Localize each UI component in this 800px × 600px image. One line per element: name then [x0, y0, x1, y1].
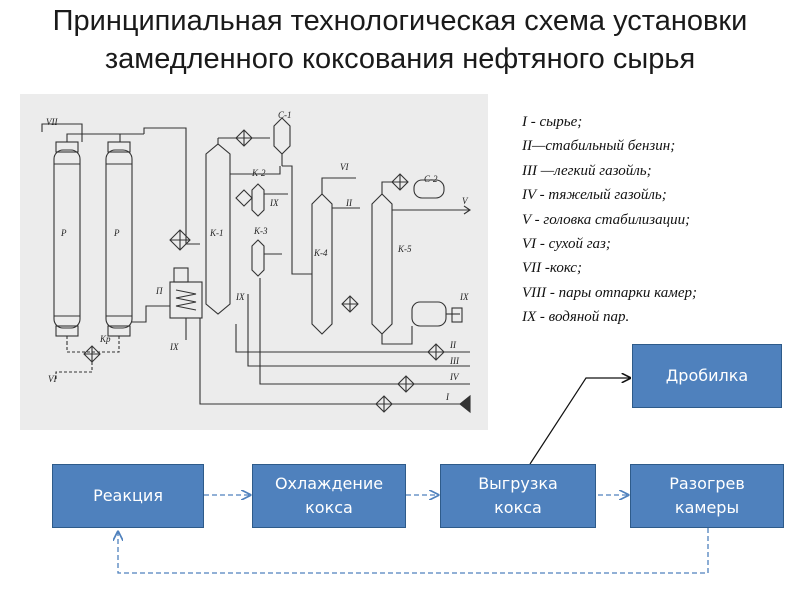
k5-label: К-5 [397, 244, 412, 254]
legend-item: IX - водяной пар. [522, 309, 630, 326]
vi-left-label: VI [48, 374, 57, 384]
vi-mid-label: VI [340, 162, 349, 172]
legend-item: VI - сухой газ; [522, 236, 611, 253]
unloading-label-line1: Выгрузка [478, 474, 558, 493]
k3-label: К-3 [253, 226, 268, 236]
crusher-box: Дробилка [632, 344, 782, 408]
arrow-heating-to-reaction [118, 528, 709, 574]
legend-item: VII -кокс; [522, 260, 582, 277]
i-in-label: I [445, 392, 450, 402]
legend-item: I - сырье; [522, 114, 583, 130]
ix-right-label: IX [459, 292, 469, 302]
heating-box: Разогрев камеры [630, 464, 784, 528]
arrow-unloading-to-crusher [529, 378, 630, 465]
reactor-1-label: Р [60, 228, 67, 238]
legend-item: VIII - пары отпарки камер; [522, 284, 698, 301]
unloading-box: Выгрузка кокса [440, 464, 596, 528]
legend-item: IV - тяжелый газойль; [522, 187, 667, 204]
ii-out-label: II [449, 340, 457, 350]
legend: I - сырье; II—стабильный бензин; III —ле… [522, 110, 792, 330]
k4-label: К-4 [313, 248, 328, 258]
reaction-box: Реакция [52, 464, 204, 528]
vii-label: VII [46, 117, 58, 127]
process-scheme: Р Р VII Кр VI П IX К-1 [20, 94, 488, 430]
heating-label-line1: Разогрев [669, 474, 745, 493]
furnace-steam-label: IX [169, 342, 179, 352]
cooling-label-line1: Охлаждение [274, 474, 384, 493]
page-title: Принципиальная технологическая схема уст… [52, 5, 748, 75]
c1-label: С-1 [278, 110, 292, 120]
kr-label: Кр [99, 334, 111, 344]
crusher-label: Дробилка [665, 366, 749, 385]
k3-steam-label: IX [235, 292, 245, 302]
cooling-label-line2: кокса [305, 498, 353, 517]
c2-label: С-2 [424, 174, 438, 184]
title-area: Принципиальная технологическая схема уст… [0, 0, 800, 104]
iv-out-label: IV [449, 372, 460, 382]
k1-label: К-1 [209, 228, 223, 238]
reactor-chamber-2 [105, 141, 133, 337]
ii-k4-label: II [345, 198, 353, 208]
legend-item: II—стабильный бензин; [522, 138, 676, 155]
v-label: V [462, 196, 469, 206]
reaction-label: Реакция [93, 486, 163, 505]
unloading-label-line2: кокса [494, 498, 542, 517]
furnace-label: П [155, 286, 163, 296]
reactor-2-label: Р [113, 228, 120, 238]
k2-steam-label: IX [269, 198, 279, 208]
heating-label-line2: камеры [674, 498, 740, 517]
iii-out-label: III [449, 356, 460, 366]
process-scheme-drawing: Р Р VII Кр VI П IX К-1 [41, 110, 471, 414]
cooling-box: Охлаждение кокса [252, 464, 406, 528]
k2-label: К-2 [251, 168, 266, 178]
legend-item: III —легкий газойль; [522, 162, 652, 179]
legend-item: V - головка стабилизации; [522, 211, 691, 228]
